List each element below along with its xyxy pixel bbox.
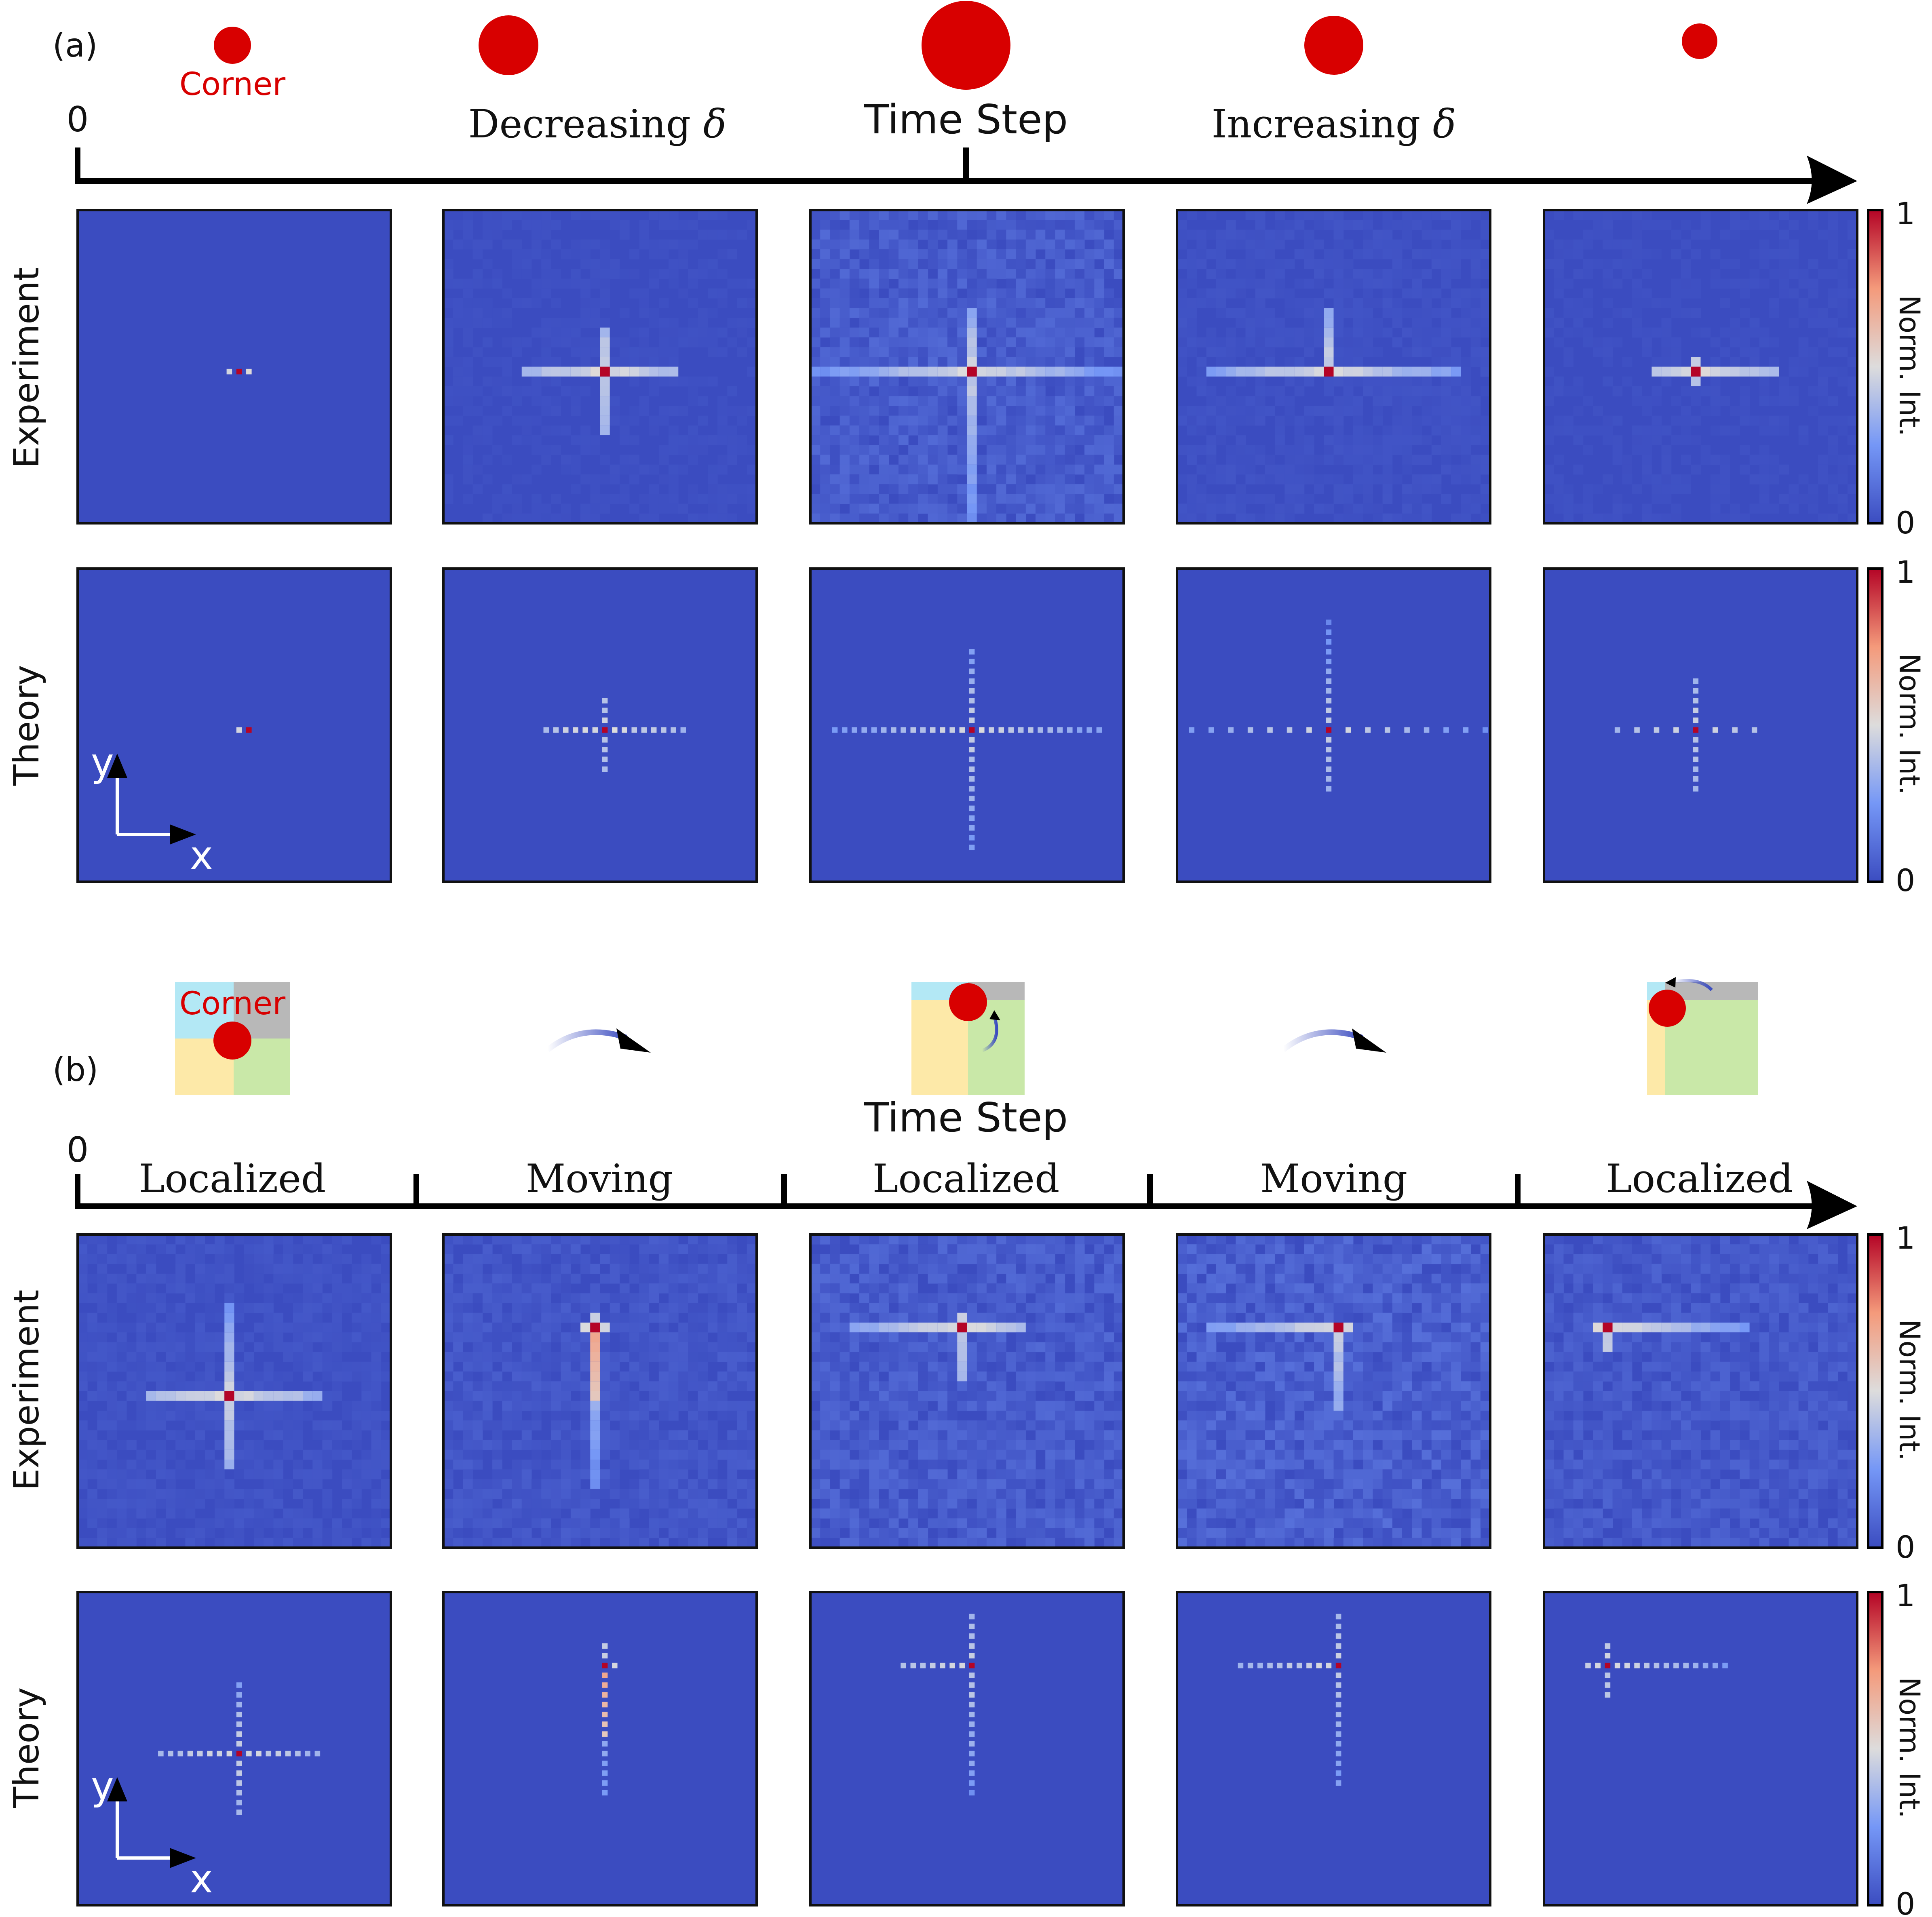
corner-dot-b-2 [949,983,987,1021]
heatmap-panel-2-2 [809,1233,1125,1549]
panel-a-label: (a) [53,27,97,64]
motion-arrowhead-small-3 [1665,977,1676,988]
segment-label-5: Localized [1606,1156,1793,1201]
quadrant-diagram-2 [911,982,1025,1095]
colorbar-label: Norm. Int. [1893,295,1926,436]
colorbar-min: 0 [1896,862,1915,898]
phase-decreasing: Decreasing δ [468,101,726,147]
heatmap-panel-3-4 [1543,1591,1858,1906]
heatmap-panel-1-4 [1543,567,1858,883]
corner-dot-a-1 [214,27,251,64]
quadrant-diagram-1 [175,982,290,1095]
heatmap-panel-0-3 [1176,209,1491,525]
xy-axes-a: y x [91,740,213,878]
corner-dot-a-5 [1682,23,1717,59]
transition-arrow-2 [1281,1028,1386,1053]
heatmap-panel-0-0 [76,209,392,525]
colorbar-label: Norm. Int. [1893,653,1926,795]
motion-arrow-small-3 [1673,979,1713,991]
row-label-a-experiment: Experiment [6,268,47,468]
colorbar-max: 1 [1896,1220,1915,1256]
axis-zero-a: 0 [67,99,89,140]
heatmap-panel-0-4 [1543,209,1858,525]
motion-arrowhead-small-2 [989,1010,1000,1020]
heatmap-panel-2-1 [442,1233,758,1549]
quadrant-diagram-3 [1647,977,1758,1095]
arrowhead-a [1807,156,1857,204]
heatmap-panel-0-1 [442,209,758,525]
colorbar-label: Norm. Int. [1893,1677,1926,1818]
colorbar-min: 0 [1896,505,1915,541]
corner-dot-a-3 [922,1,1010,90]
corner-dot-a-4 [1304,16,1363,75]
xy-axes-b: y x [91,1763,213,1902]
colorbar-min: 0 [1896,1886,1915,1917]
time-axis-a [75,147,1857,204]
axis-title-b: Time Step [864,1094,1068,1141]
row-label-b-experiment: Experiment [6,1290,47,1491]
corner-label-a: Corner [179,66,286,103]
arrowhead-b [1807,1181,1857,1229]
heatmap-panel-1-1 [442,567,758,883]
colorbar-label: Norm. Int. [1893,1319,1926,1461]
heatmap-panel-2-3 [1176,1233,1491,1549]
colorbar-max: 1 [1896,1578,1915,1614]
colorbar-min: 0 [1896,1529,1915,1565]
segment-label-1: Localized [139,1156,326,1201]
colorbar-max: 1 [1896,196,1915,232]
phase-increasing: Increasing δ [1211,101,1456,147]
colorbar-a-top: 1 0 Norm. Int. [1867,196,1926,541]
heatmap-panel-1-2 [809,567,1125,883]
heatmap-panel-2-0 [76,1233,392,1549]
heatmap-panel-2-4 [1543,1233,1858,1549]
segment-labels: Localized Moving Localized Moving Locali… [139,1156,1793,1201]
axis-title-a: Time Step [864,96,1068,143]
corner-dot-b-3 [1649,990,1686,1027]
segment-label-3: Localized [873,1156,1060,1201]
panel-a-corner-dots [214,1,1717,90]
motion-arrow-small-2 [981,1015,998,1052]
heatmap-panel-3-3 [1176,1591,1491,1906]
x-axis-label: x [190,1856,213,1902]
x-axis-label: x [190,833,213,878]
y-axis-label: y [91,1763,114,1809]
heatmap-panel-3-1 [442,1591,758,1906]
axis-zero-b: 0 [67,1130,89,1170]
colorbar-b-bottom: 1 0 Norm. Int. [1867,1578,1926,1917]
segment-label-2: Moving [526,1156,673,1201]
colorbar-max: 1 [1896,554,1915,590]
heatmap-panel-3-2 [809,1591,1125,1906]
heatmap-panel-1-3 [1176,567,1491,883]
panel-b-label: (b) [53,1051,98,1089]
time-axis-b [75,1174,1857,1229]
heatmap-panel-0-2 [809,209,1125,525]
heatmap-panel-3-0 [76,1591,392,1906]
colorbar-a-bottom: 1 0 Norm. Int. [1867,554,1926,898]
segment-label-4: Moving [1260,1156,1407,1201]
y-axis-label: y [91,740,114,785]
corner-label-b: Corner [179,986,286,1022]
colorbar-b-top: 1 0 Norm. Int. [1867,1220,1926,1565]
row-label-a-theory: Theory [6,665,47,786]
corner-dot-b-1 [213,1022,251,1060]
transition-arrow-1 [546,1028,651,1053]
heatmap-panel-1-0 [76,567,392,883]
row-label-b-theory: Theory [6,1687,47,1809]
heatmap-panels [76,209,1858,1906]
corner-dot-a-2 [479,15,538,75]
